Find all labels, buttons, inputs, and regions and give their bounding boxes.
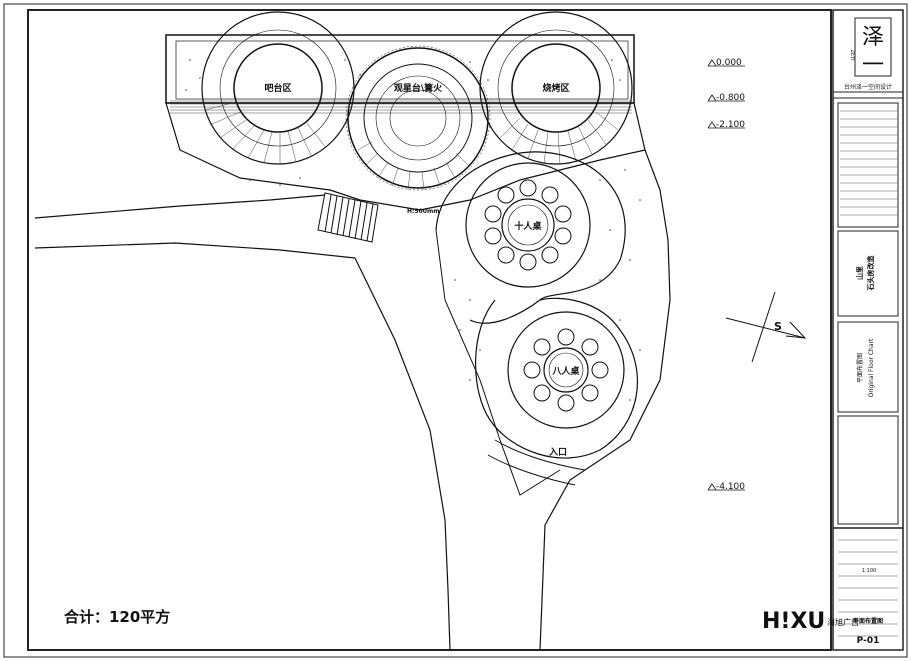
firm-logo-char-1: 泽 xyxy=(862,25,884,50)
orientation-arrow-icon xyxy=(725,291,807,363)
elevation-label-4: -4.100 xyxy=(716,482,745,492)
total-area-label: 合计：120平方 xyxy=(63,608,170,626)
firm-name: 台州泽一空间设计 xyxy=(844,83,892,91)
project-name-line2: 石头房改造 xyxy=(866,255,875,292)
sheet-number: P-01 xyxy=(857,636,880,646)
bar-area-label: 吧台区 xyxy=(264,82,291,94)
sheet-title: 平面布置图 xyxy=(853,617,883,625)
upper-terrace xyxy=(165,34,646,211)
elevation-label-3: -2.100 xyxy=(716,120,745,130)
height-note: H:500mm xyxy=(407,208,439,215)
brand-watermark: H!XU xyxy=(762,609,825,634)
scale-value: 1:100 xyxy=(862,568,876,574)
entry-steps xyxy=(317,192,379,243)
outer-border xyxy=(3,3,908,658)
stone-texture xyxy=(185,59,641,411)
orientation-label: S xyxy=(774,320,782,333)
fire-pit-circle xyxy=(345,45,491,191)
brand-watermark-suffix: 海旭广告 xyxy=(827,617,859,627)
elevation-markers xyxy=(707,59,745,491)
eight-person-table xyxy=(475,297,639,459)
elevation-label-1: 0.000 xyxy=(716,58,742,68)
firm-logo-char-2: 一 xyxy=(862,53,884,78)
bbq-area-label: 烧烤区 xyxy=(542,82,569,94)
bar-area-circle xyxy=(201,11,355,165)
drawing-title-cn: 平面布置图 xyxy=(856,353,864,383)
firm-logo-side-text: ZEYI xyxy=(849,49,855,60)
site-boundary xyxy=(34,149,671,651)
fire-area-label: 观星台\篝火 xyxy=(394,82,443,94)
elevation-label-2: -0.800 xyxy=(716,93,745,103)
drawing-frame xyxy=(27,9,832,651)
eight-table-label: 八人桌 xyxy=(551,365,580,377)
bbq-area-circle xyxy=(479,11,633,165)
entrance-label: 入口 xyxy=(548,447,567,458)
title-block xyxy=(832,9,904,651)
project-name-line1: 山里 xyxy=(855,266,864,280)
ten-table-label: 十人桌 xyxy=(514,220,542,232)
drawing-title-en: Original Floor Chart xyxy=(868,338,875,397)
ten-person-table xyxy=(435,151,626,324)
